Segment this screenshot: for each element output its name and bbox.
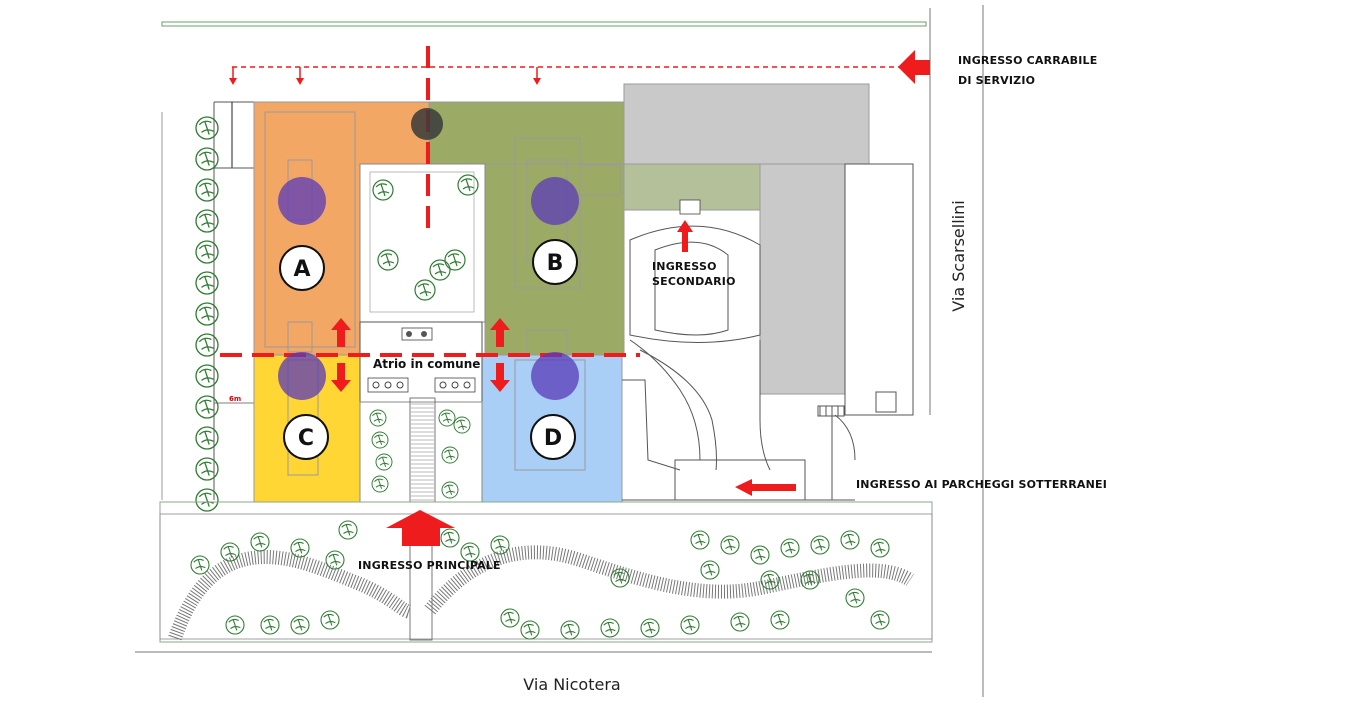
street-east-label: Via Scarsellini (949, 200, 968, 311)
parking-entrance-label: INGRESSO AI PARCHEGGI SOTTERRANEI (856, 478, 1107, 491)
tree-icon (195, 395, 219, 419)
courtyard-north (359, 163, 486, 323)
tree-icon (750, 545, 770, 565)
tree-icon (260, 615, 280, 635)
zone-label-b: B (547, 251, 564, 276)
tree-icon (810, 535, 830, 555)
setback-label: 6m (229, 395, 241, 403)
tree-icon (720, 535, 740, 555)
arrow-down-icon (229, 78, 237, 85)
tree-icon (560, 620, 580, 640)
text-labels: INGRESSO CARRABILE DI SERVIZIO INGRESSO … (229, 54, 1107, 694)
secondary-entrance-label-2: SECONDARIO (652, 275, 736, 288)
arrow-down-icon (490, 363, 510, 392)
zone-label-c: C (298, 426, 314, 451)
arrow-left-icon (735, 479, 796, 496)
main-entrance-label: INGRESSO PRINCIPALE (358, 559, 501, 572)
arrow-up-icon (490, 318, 510, 347)
tree-icon (195, 488, 219, 512)
tree-icon (195, 240, 219, 264)
marker-b (531, 177, 579, 225)
tree-icon (195, 209, 219, 233)
tree-icon (500, 608, 520, 628)
tree-icon (780, 538, 800, 558)
tree-icon (680, 615, 700, 635)
south-garden (159, 501, 933, 643)
secondary-entrance-label-1: INGRESSO (652, 260, 717, 273)
common-atrium-area (359, 321, 483, 503)
tree-icon (250, 532, 270, 552)
tree-icon (195, 147, 219, 171)
arrow-up-icon (677, 220, 693, 252)
tree-icon (195, 178, 219, 202)
tree-icon (195, 116, 219, 140)
arrow-down-icon (296, 78, 304, 85)
secondary-court (622, 225, 856, 501)
arrow-up-icon (331, 318, 351, 347)
zone-letters: A B C D (279, 239, 578, 460)
tree-icon (870, 610, 890, 630)
street-south-label: Via Nicotera (523, 675, 620, 694)
tree-icon (760, 570, 780, 590)
existing-building (623, 83, 914, 417)
zone-label-d: D (544, 426, 562, 451)
tree-icon (290, 538, 310, 558)
tree-icon (320, 610, 340, 630)
service-drop-arrows (229, 67, 541, 85)
common-atrium-label: Atrio in comune (373, 357, 480, 371)
tree-icon (190, 555, 210, 575)
zone-label-a: A (293, 257, 310, 282)
marker-a (278, 177, 326, 225)
tree-icon (195, 457, 219, 481)
tree-icon (640, 618, 660, 638)
tree-icon (840, 530, 860, 550)
tree-icon (195, 364, 219, 388)
tree-icon (440, 528, 460, 548)
tree-icon (225, 615, 245, 635)
tree-icon (730, 612, 750, 632)
tree-icon (600, 618, 620, 638)
zone-division-lines (220, 46, 900, 357)
circulation-arrows (331, 50, 930, 546)
marker-c (278, 352, 326, 400)
tree-icon (700, 560, 720, 580)
tree-icon (195, 271, 219, 295)
tree-icon (338, 520, 358, 540)
tree-icon (770, 610, 790, 630)
zone-markers (278, 108, 579, 400)
tree-icon (290, 615, 310, 635)
tree-icon (690, 530, 710, 550)
tree-icon (195, 426, 219, 450)
tree-icon (195, 333, 219, 357)
arrow-down-icon (533, 78, 541, 85)
left-tree-row (195, 116, 219, 512)
tree-icon (845, 588, 865, 608)
marker-dark (411, 108, 443, 140)
arrow-up-icon (386, 510, 455, 546)
arrow-left-icon (898, 50, 930, 84)
tree-icon (325, 550, 345, 570)
arrow-down-icon (331, 363, 351, 392)
service-entrance-label-2: DI SERVIZIO (958, 74, 1035, 87)
site-boundary (135, 5, 984, 697)
tree-icon (520, 620, 540, 640)
marker-d (531, 352, 579, 400)
service-entrance-label-1: INGRESSO CARRABILE (958, 54, 1097, 67)
tree-icon (870, 538, 890, 558)
tree-icon (195, 302, 219, 326)
